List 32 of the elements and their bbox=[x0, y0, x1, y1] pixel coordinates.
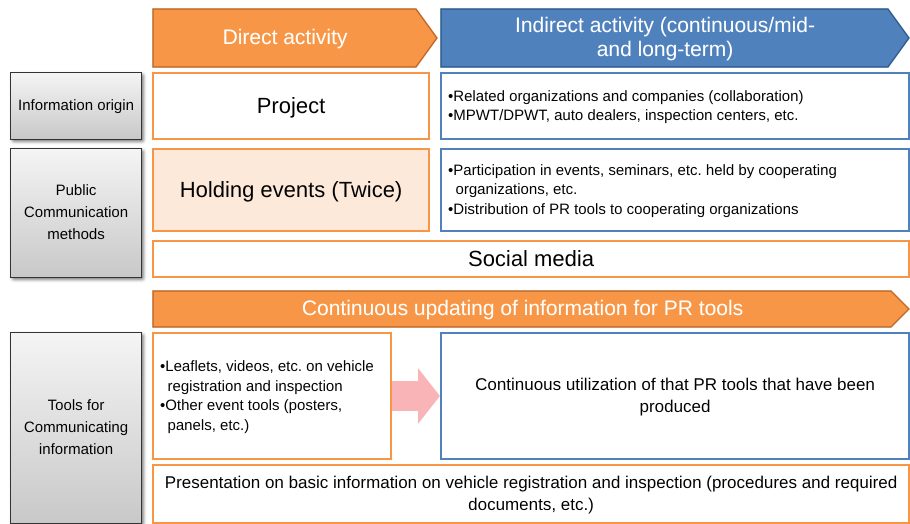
cell-box bbox=[152, 240, 910, 278]
header-text: Direct activity bbox=[222, 26, 348, 50]
row-header-box bbox=[10, 332, 142, 524]
cell-text: Project bbox=[256, 92, 326, 120]
header-text: Indirect activity (continuous/mid- and long-term) bbox=[514, 14, 816, 62]
cell-text: •Related organizations and companies (collaboration) bbox=[448, 86, 804, 106]
cell-box bbox=[152, 72, 430, 140]
row-header-box bbox=[10, 148, 142, 278]
cell-text: Holding events (Twice) bbox=[178, 176, 404, 204]
cell-text: •Leaflets, videos, etc. on vehicle registration and inspection bbox=[160, 357, 375, 396]
cell-box bbox=[152, 148, 430, 232]
column-header bbox=[152, 8, 438, 68]
cell-text: •MPWT/DPWT, auto dealers, inspection centers, etc. bbox=[448, 106, 800, 126]
cell-box bbox=[440, 148, 910, 232]
cell-box bbox=[440, 72, 910, 140]
row-header-box bbox=[10, 72, 142, 140]
cell-text: Social media bbox=[467, 244, 595, 273]
cell-text: Tools for Communicating information bbox=[22, 396, 130, 460]
cell-text: Continuous utilization of that PR tools that have been produced bbox=[474, 374, 876, 418]
cell-text: Public Communication methods bbox=[22, 181, 130, 245]
cell-text: •Participation in events, seminars, etc. held by cooperating organizations, etc. bbox=[448, 160, 838, 200]
cell-box bbox=[440, 332, 910, 460]
cell-text: Presentation on basic information on vehicle registration and inspection (procedures and required documents, etc.) bbox=[164, 472, 898, 516]
cell-box bbox=[152, 332, 392, 460]
header-text: Continuous updating of information for PR tools bbox=[300, 296, 744, 322]
section-banner bbox=[152, 290, 910, 328]
cell-text: Information origin bbox=[17, 96, 135, 116]
cell-text: •Other event tools (posters, panels, etc.) bbox=[160, 396, 343, 435]
cell-text: •Distribution of PR tools to cooperating organizations bbox=[448, 200, 800, 220]
column-header bbox=[440, 8, 910, 68]
cell-box bbox=[152, 464, 910, 524]
block-arrow bbox=[392, 368, 440, 424]
